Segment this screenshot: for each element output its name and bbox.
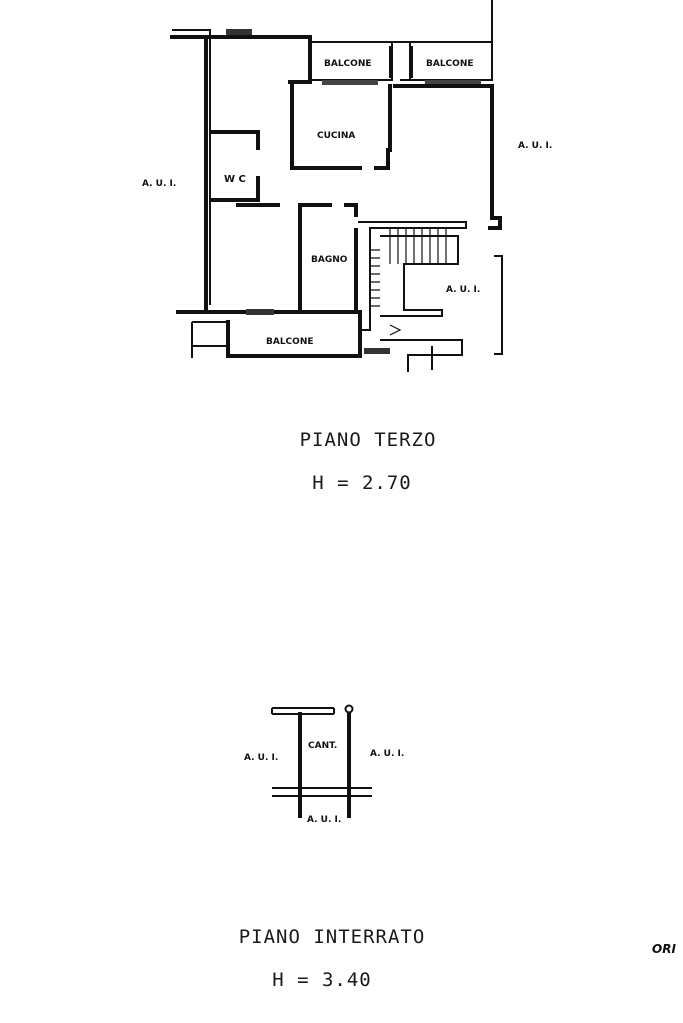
window-bottom: [246, 309, 274, 315]
window-top: [226, 29, 252, 35]
wall-bottom-left: [191, 321, 226, 358]
wall-bottom: [204, 310, 362, 358]
aui-label-right: A. U. I.: [518, 141, 552, 151]
basement-plan: CANT. A. U. I. A. U. I. A. U. I.: [244, 704, 404, 825]
window-balcony-1: [322, 80, 378, 85]
cellar-top-beam: [271, 707, 335, 715]
basement-aui-right: A. U. I.: [370, 749, 404, 759]
basement-title: PIANO INTERRATO: [239, 926, 426, 948]
staircase: [358, 221, 467, 372]
window-balcony-2: [425, 80, 481, 85]
corner-text: ORI: [652, 942, 676, 956]
wall-right: [393, 84, 502, 230]
window-bottom-2: [364, 348, 390, 354]
stair-bracket: [494, 255, 503, 355]
room-label-balcone-3: BALCONE: [266, 337, 314, 347]
basement-aui-left: A. U. I.: [244, 753, 278, 763]
cellar-label: CANT.: [308, 741, 337, 751]
wall-left-inner: [172, 29, 211, 305]
cellar-bottom-wall: [272, 787, 372, 797]
room-label-bagno: BAGNO: [311, 255, 348, 265]
cellar-column-top: [344, 704, 354, 714]
room-label-balcone-1: BALCONE: [324, 59, 372, 69]
aui-label-left: A. U. I.: [142, 179, 176, 189]
kitchen-walls: [290, 84, 390, 170]
basement-height: H = 3.40: [272, 969, 372, 991]
bathroom-walls: [298, 203, 358, 314]
room-label-cucina: CUCINA: [317, 131, 355, 141]
wc-walls: [210, 130, 260, 202]
aui-label-stair: A. U. I.: [446, 285, 480, 295]
balcony-divider: [389, 46, 413, 78]
wall-left-outer: [170, 35, 208, 314]
room-label-wc: W C: [224, 174, 246, 185]
third-floor-plan: BALCONE BALCONE CUCINA W C BAGNO BALCONE…: [142, 0, 552, 372]
room-label-balcone-2: BALCONE: [426, 59, 474, 69]
third-floor-height: H = 2.70: [312, 472, 412, 494]
basement-aui-bottom: A. U. I.: [307, 815, 341, 825]
third-floor-title: PIANO TERZO: [300, 429, 437, 451]
wall-top: [204, 35, 312, 84]
cellar-bottom-stubs: [298, 794, 351, 818]
